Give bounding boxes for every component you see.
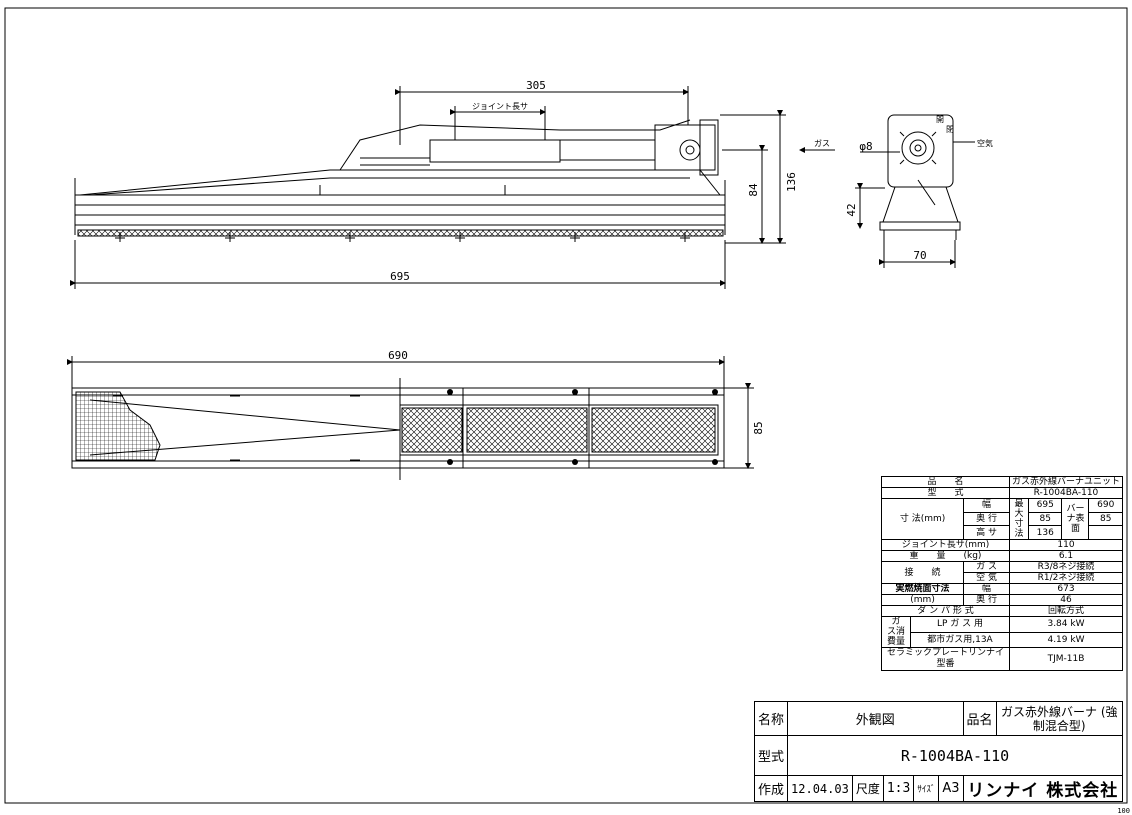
title-product: ガス赤外線バーナ (強制混合型) xyxy=(995,701,1124,736)
bolt-markers xyxy=(115,185,690,242)
spec-model: R-1004BA-110 xyxy=(1008,487,1124,499)
page-number: 100 xyxy=(1117,807,1130,815)
spec-dimensions-label: 寸 法(mm) xyxy=(880,498,965,540)
spec-gas-connection: R3/8ネジ接続 xyxy=(1008,561,1124,573)
dim-phi8: φ8 xyxy=(859,140,872,153)
company-name: リンナイ 株式会社 xyxy=(962,775,1123,802)
top-bolt-markers xyxy=(447,389,718,465)
side-view xyxy=(855,114,975,268)
spec-burner-depth: 85 xyxy=(1088,511,1123,527)
spec-ceramic-label: セラミックプレートリンナイ型番 xyxy=(881,647,1010,671)
spec-actual-burn-unit: (mm) xyxy=(880,594,965,606)
joint-length-label: ジョイント長サ xyxy=(472,102,528,111)
title-created-label: 作成 xyxy=(753,775,789,802)
dim-42: 42 xyxy=(845,203,858,216)
spec-city-gas-label: 都市ガス用,13A xyxy=(910,631,1010,648)
title-size: A3 xyxy=(938,775,964,802)
spec-actual-depth: 46 xyxy=(1008,594,1124,606)
spec-actual-depth-label: 奥 行 xyxy=(963,594,1010,606)
title-model-label: 型式 xyxy=(753,735,789,776)
spec-max-height: 136 xyxy=(1027,525,1063,540)
title-block: 名称 外観図 品名 ガス赤外線バーナ (強制混合型) 型式 R-1004BA-1… xyxy=(753,701,1124,802)
spec-air-label: 空 気 xyxy=(963,572,1010,584)
spec-lp-gas-label: LP ガ ス 用 xyxy=(910,616,1010,633)
title-product-label: 品名 xyxy=(962,701,997,736)
dim-695: 695 xyxy=(390,270,410,283)
air-inlet-label: 空気 xyxy=(977,138,993,148)
front-view xyxy=(70,86,835,289)
open-label: 開 xyxy=(936,115,944,124)
close-label: 閉 xyxy=(946,125,954,134)
title-name: 外観図 xyxy=(787,701,964,736)
top-view xyxy=(67,356,754,480)
dim-84: 84 xyxy=(747,183,760,197)
title-scale-label: 尺度 xyxy=(851,775,884,802)
spec-lp-gas: 3.84 kW xyxy=(1008,616,1124,633)
title-name-label: 名称 xyxy=(753,701,789,736)
spec-width-label: 幅 xyxy=(963,498,1010,513)
spec-weight-label: 重 量 (kg) xyxy=(881,550,1010,562)
spec-gas-consumption-label: ガ ス消費量 xyxy=(881,616,911,648)
dim-136: 136 xyxy=(785,172,798,192)
spec-depth-label: 奥 行 xyxy=(963,511,1010,527)
title-created: 12.04.03 xyxy=(787,775,853,802)
spec-actual-width: 673 xyxy=(1008,583,1124,595)
spec-max-depth: 85 xyxy=(1027,511,1063,527)
spec-blank-cell xyxy=(1088,525,1123,540)
spec-gas-label: ガ ス xyxy=(963,561,1010,573)
spec-height-label: 高 サ xyxy=(963,525,1010,540)
spec-max-dim-label: 最大寸法 xyxy=(1008,498,1029,540)
dim-690: 690 xyxy=(388,349,408,362)
spec-damper-label: ダ ン パ 形 式 xyxy=(881,605,1010,617)
title-scale: 1:3 xyxy=(882,775,915,802)
dim-70: 70 xyxy=(913,249,926,262)
title-size-label: ｻｲｽﾞ xyxy=(913,775,940,802)
spec-actual-burn-label: 実燃焼面寸法 xyxy=(880,583,965,595)
spec-product-name: ガス赤外線バーナユニット xyxy=(1008,476,1124,488)
spec-burner-width: 690 xyxy=(1088,498,1123,513)
spec-actual-width-label: 幅 xyxy=(963,583,1010,595)
spec-weight: 6.1 xyxy=(1008,550,1124,562)
spec-damper: 回転方式 xyxy=(1008,605,1124,617)
spec-max-width: 695 xyxy=(1027,498,1063,513)
dim-305: 305 xyxy=(526,79,546,92)
spec-table: 品 名 ガス赤外線バーナユニット 型 式 R-1004BA-110 寸 法(mm… xyxy=(880,476,1124,671)
spec-city-gas: 4.19 kW xyxy=(1008,631,1124,648)
title-model: R-1004BA-110 xyxy=(787,735,1123,776)
spec-joint-length-label: ジョイント長サ(mm) xyxy=(881,539,1010,551)
spec-model-label: 型 式 xyxy=(881,487,1010,499)
spec-ceramic: TJM-11B xyxy=(1008,647,1124,671)
spec-air-connection: R1/2ネジ接続 xyxy=(1008,572,1124,584)
spec-product-name-label: 品 名 xyxy=(881,476,1010,488)
dim-85: 85 xyxy=(752,421,765,434)
gas-inlet-label: ガス xyxy=(814,138,830,148)
spec-connection-label: 接 続 xyxy=(880,561,965,584)
spec-burner-surface-label: バーナ表 面 xyxy=(1061,498,1090,540)
spec-joint-length: 110 xyxy=(1008,539,1124,551)
